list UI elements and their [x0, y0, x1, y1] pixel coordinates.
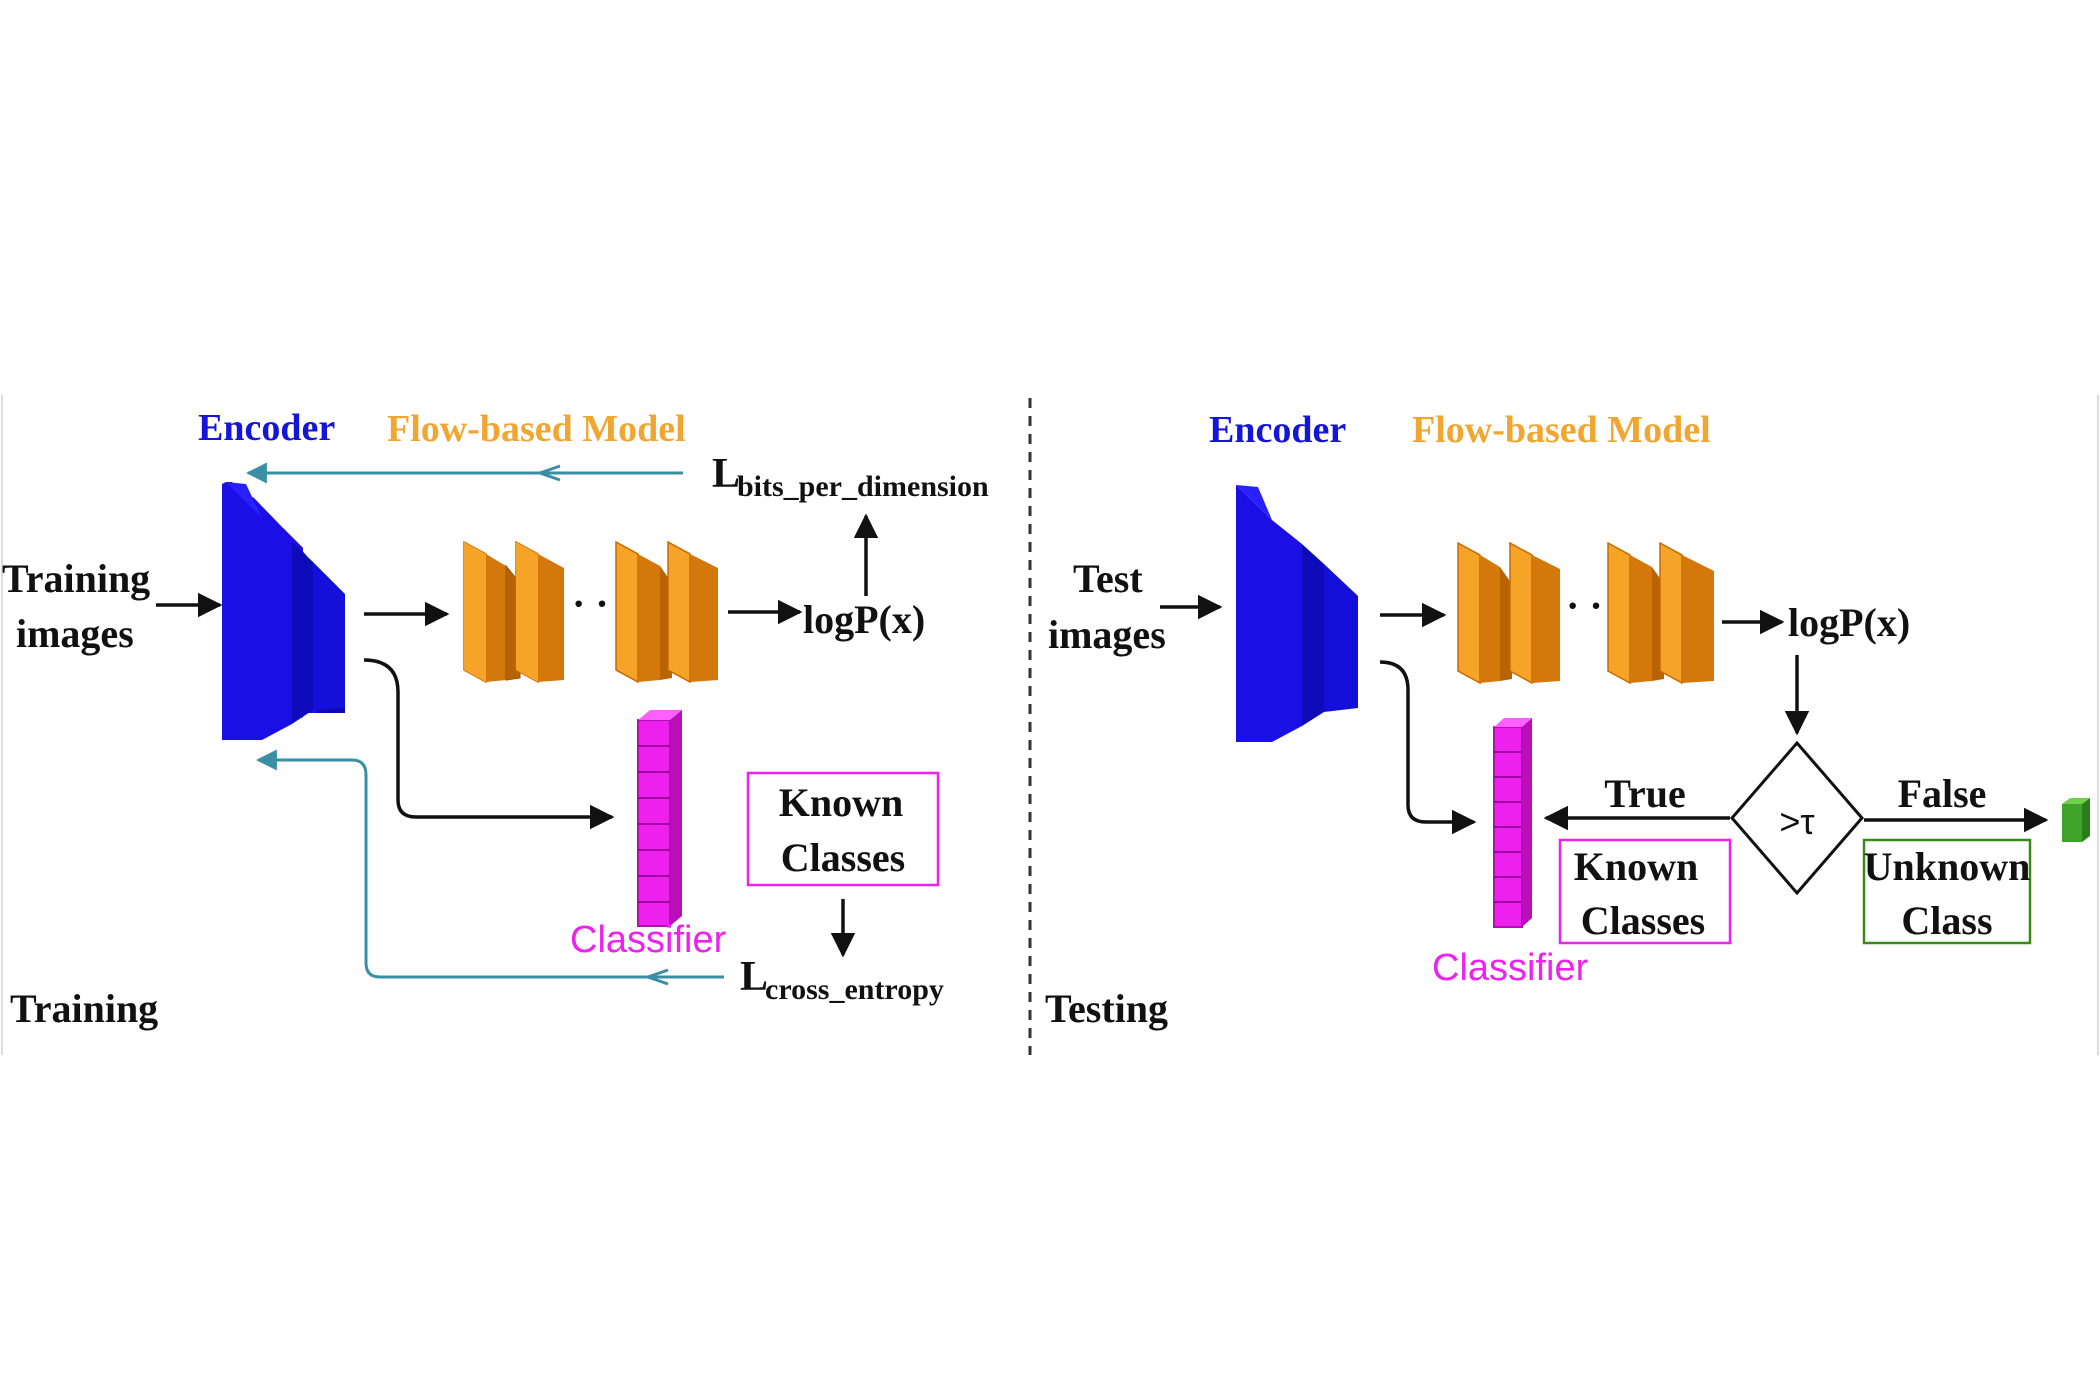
testing-input-line1: Test [1073, 556, 1143, 601]
loss-cross-entropy: L cross_entropy [740, 954, 944, 1006]
testing-section-label: Testing [1045, 986, 1168, 1031]
threshold-decision-diamond [1730, 740, 1864, 896]
unknown-line2: Class [1901, 898, 1992, 943]
threshold-label: >τ [1779, 801, 1814, 842]
loss-ce-subscript: cross_entropy [765, 973, 944, 1006]
testing-known-classes-box [1558, 838, 1732, 945]
testing-input-line2: images [1048, 612, 1166, 657]
training-encoder-block [222, 482, 345, 740]
training-flow-block-2 [615, 540, 718, 684]
testing-flow-block-1 [1457, 541, 1560, 685]
loss-bpd-subscript: bits_per_dimension [737, 470, 989, 503]
training-logp-label: logP(x) [803, 597, 925, 642]
training-known-line1: Known [779, 780, 904, 825]
training-known-line2: Classes [781, 835, 905, 880]
training-panel: Encoder Flow-based Model L bits_per_dime… [2, 407, 989, 1031]
false-label: False [1898, 771, 1987, 816]
training-classifier-block [637, 710, 682, 927]
unknown-line1: Unknown [1864, 844, 2031, 889]
training-input-line2: images [16, 611, 134, 656]
training-section-label: Training [10, 986, 158, 1031]
training-known-classes-box [746, 771, 940, 887]
training-classifier-label: Classifier [570, 919, 727, 961]
unknown-class-box [1862, 838, 2032, 945]
testing-encoder-to-classifier-arrow [1379, 660, 1477, 835]
testing-logp-label: logP(x) [1788, 600, 1910, 645]
training-encoder-to-classifier-arrow [363, 658, 615, 830]
training-flow-block-1 [463, 540, 564, 684]
true-label: True [1604, 771, 1685, 816]
testing-classifier-label: Classifier [1432, 947, 1589, 989]
training-bpd-feedback-arrow [245, 462, 683, 484]
testing-classifier-block [1493, 718, 1532, 928]
testing-known-line1: Known [1574, 844, 1699, 889]
testing-encoder-label: Encoder [1209, 409, 1346, 451]
testing-panel: Encoder Flow-based Model Test images · ·… [1045, 409, 2090, 1031]
training-input-line1: Training [2, 556, 150, 601]
testing-flow-label: Flow-based Model [1412, 409, 1711, 451]
testing-encoder-block [1236, 485, 1358, 742]
loss-bpd-symbol: L [712, 451, 740, 497]
training-flow-label: Flow-based Model [387, 408, 686, 450]
unknown-class-cube [2062, 798, 2090, 842]
loss-ce-symbol: L [740, 954, 768, 1000]
testing-known-line2: Classes [1581, 898, 1705, 943]
loss-bits-per-dimension: L bits_per_dimension [712, 451, 989, 503]
testing-flow-block-2 [1607, 541, 1714, 685]
training-ce-feedback-arrow [255, 749, 724, 986]
training-encoder-label: Encoder [198, 407, 335, 449]
